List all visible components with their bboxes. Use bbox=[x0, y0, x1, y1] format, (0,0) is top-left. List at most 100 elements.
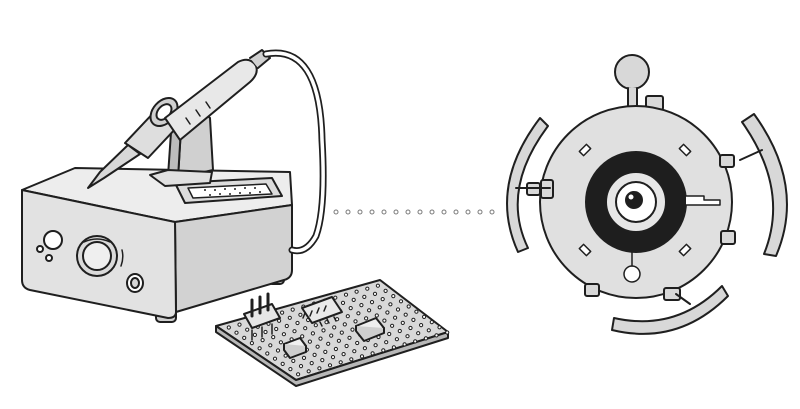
perfboard-hole bbox=[393, 315, 398, 320]
perfboard-hole bbox=[265, 351, 270, 356]
perfboard-hole bbox=[323, 349, 328, 354]
perfboard-hole bbox=[370, 351, 375, 356]
perfboard-hole bbox=[234, 330, 239, 335]
perfboard-hole bbox=[341, 352, 346, 357]
perfboard-hole bbox=[318, 336, 323, 341]
perfboard-hole bbox=[416, 331, 421, 336]
perfboard-hole bbox=[345, 314, 350, 319]
perfboard-hole bbox=[348, 306, 353, 311]
perfboard-hole bbox=[405, 334, 410, 339]
perfboard-hole bbox=[380, 297, 385, 302]
perfboard-hole bbox=[327, 363, 333, 368]
perfboard-hole bbox=[445, 330, 450, 335]
perfboard-hole bbox=[263, 329, 268, 335]
perfboard-hole bbox=[364, 316, 369, 321]
perfboard-hole bbox=[349, 357, 354, 362]
perfboard-hole bbox=[413, 339, 418, 344]
perfboard-hole bbox=[372, 291, 378, 296]
perfboard-hole bbox=[350, 327, 355, 332]
perfboard-hole bbox=[280, 310, 285, 315]
perfboard-hole bbox=[252, 332, 257, 337]
perfboard-hole bbox=[419, 323, 424, 328]
perfboard-hole bbox=[245, 327, 250, 332]
smd-reel-icon bbox=[506, 54, 788, 335]
perfboard-hole bbox=[280, 361, 285, 366]
perfboard-hole bbox=[336, 338, 341, 343]
perfboard-hole bbox=[387, 331, 392, 337]
perfboard-hole bbox=[312, 352, 317, 357]
perfboard-hole bbox=[332, 325, 337, 330]
perfboard-hole bbox=[406, 304, 411, 309]
perfboard-hole bbox=[390, 323, 395, 328]
perfboard-hole bbox=[365, 286, 370, 291]
perfboard-hole bbox=[309, 361, 314, 366]
perfboard-hole bbox=[315, 344, 320, 349]
perfboard-hole bbox=[249, 341, 254, 346]
perfboard-hole bbox=[384, 340, 389, 345]
perfboard-hole bbox=[338, 360, 343, 365]
perfboard-hole bbox=[298, 364, 304, 369]
perfboard-hole bbox=[278, 340, 283, 345]
perfboard-hole bbox=[298, 312, 303, 317]
perfboard-icon bbox=[215, 279, 450, 387]
perfboard-hole bbox=[373, 343, 378, 348]
perfboard-hole bbox=[351, 297, 356, 302]
perfboard-hole bbox=[397, 328, 402, 334]
perfboard-hole bbox=[347, 335, 352, 340]
dotted-connector bbox=[333, 209, 495, 215]
perfboard-hole bbox=[359, 354, 365, 359]
perfboard-hole bbox=[260, 338, 265, 343]
perfboard-hole bbox=[422, 314, 427, 319]
perfboard-hole bbox=[403, 312, 408, 317]
perfboard-hole bbox=[306, 369, 311, 374]
perfboard-hole bbox=[310, 331, 315, 336]
perfboard-hole bbox=[391, 345, 396, 350]
perfboard-hole bbox=[272, 356, 278, 361]
perfboard-hole bbox=[321, 328, 326, 333]
perfboard-hole bbox=[274, 326, 279, 332]
perfboard-hole bbox=[354, 289, 359, 294]
perfboard-hole bbox=[339, 330, 344, 335]
perfboard-hole bbox=[292, 329, 297, 334]
perfboard-hole bbox=[342, 322, 347, 327]
perfboard-hole bbox=[426, 328, 431, 333]
perfboard-hole bbox=[423, 336, 428, 341]
perfboard-hole bbox=[333, 295, 338, 300]
perfboard-hole bbox=[226, 325, 231, 330]
perfboard-hole bbox=[400, 320, 405, 325]
perfboard-hole bbox=[317, 366, 322, 371]
perfboard-hole bbox=[353, 319, 358, 324]
perfboard-hole bbox=[329, 333, 334, 338]
perfboard-hole bbox=[352, 349, 357, 354]
perfboard-hole bbox=[434, 333, 439, 338]
perfboard-hole bbox=[374, 313, 379, 318]
perfboard-hole bbox=[437, 325, 442, 330]
perfboard-hole bbox=[333, 346, 338, 352]
perfboard-hole bbox=[281, 332, 286, 337]
perfboard-hole bbox=[242, 335, 247, 340]
perfboard-hole bbox=[330, 355, 336, 360]
perfboard-hole bbox=[290, 307, 295, 312]
perfboard-hole bbox=[359, 303, 364, 308]
perfboard-hole bbox=[271, 335, 276, 340]
perfboard-hole bbox=[395, 307, 401, 312]
perfboard-hole bbox=[367, 308, 372, 313]
perfboard-hole bbox=[287, 315, 292, 320]
perfboard-hole bbox=[275, 348, 281, 353]
perfboard-hole bbox=[362, 346, 367, 351]
perfboard-hole bbox=[326, 341, 331, 346]
perfboard-hole bbox=[288, 367, 293, 372]
perfboard-hole bbox=[411, 317, 416, 322]
soldering-station-icon bbox=[21, 49, 327, 323]
perfboard-hole bbox=[391, 294, 396, 299]
perfboard-hole bbox=[362, 294, 367, 299]
perfboard-hole bbox=[268, 343, 273, 348]
perfboard-hole bbox=[320, 358, 325, 363]
perfboard-hole bbox=[402, 342, 407, 347]
perfboard-hole bbox=[408, 325, 413, 331]
perfboard-hole bbox=[313, 323, 318, 328]
perfboard-hole bbox=[237, 322, 242, 327]
perfboard-hole bbox=[355, 340, 360, 346]
